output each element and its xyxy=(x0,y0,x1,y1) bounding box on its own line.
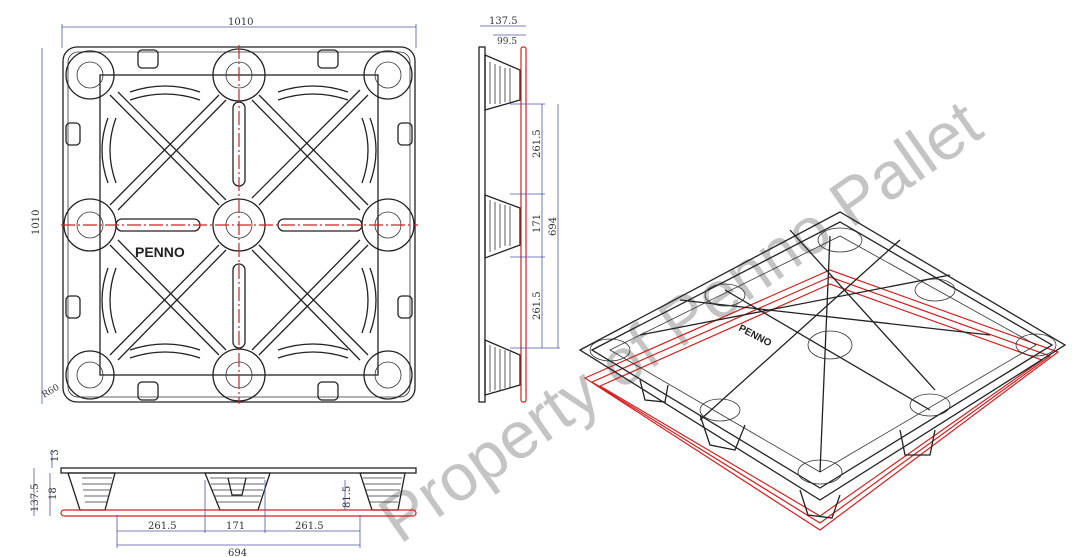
dim-radius: R60 xyxy=(41,383,62,401)
dim-front-top-thickness: 13 xyxy=(50,449,61,462)
dim-side-span-b: 261.5 xyxy=(532,291,543,320)
dim-front-span-center: 171 xyxy=(226,521,245,532)
dim-side-total-span: 694 xyxy=(548,217,559,236)
dim-front-deck: 18 xyxy=(48,487,59,500)
dim-side-span-a: 261.5 xyxy=(532,129,543,158)
dim-front-foot-height: 81.5 xyxy=(342,486,353,508)
dim-top-height: 1010 xyxy=(31,210,42,235)
dim-front-span-b: 261.5 xyxy=(295,521,324,532)
dim-side-span-center: 171 xyxy=(532,214,543,233)
ribs xyxy=(65,49,413,401)
dim-front-overall-height: 137.5 xyxy=(30,483,41,512)
top-view: 1010 1010 R60 xyxy=(31,17,418,404)
dim-side-deck-depth: 99.5 xyxy=(497,37,517,47)
dim-front-total-span: 694 xyxy=(228,548,247,557)
front-view: 13 137.5 18 81.5 261.5 171 261.5 694 xyxy=(30,449,417,557)
iso-view-brand-logo: PENNO xyxy=(737,323,774,350)
side-view: 137.5 99.5 261.5 171 261.5 694 xyxy=(478,16,560,403)
dim-front-span-a: 261.5 xyxy=(148,521,177,532)
dim-side-overall-depth: 137.5 xyxy=(489,16,518,27)
watermark: Property of Penno Pallet xyxy=(366,85,994,556)
dim-top-width: 1010 xyxy=(228,17,253,28)
top-view-brand-logo: PENNO xyxy=(135,244,185,260)
